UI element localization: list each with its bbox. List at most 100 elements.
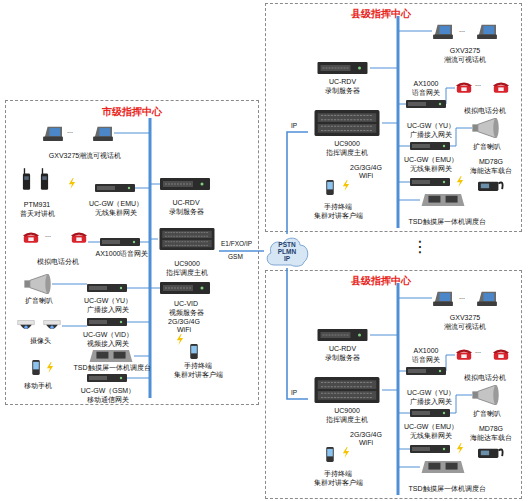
device-label: UC-GW（EMU） 无线集群网关 — [403, 156, 459, 173]
device-label: UC-VID 视频服务器 — [161, 300, 211, 317]
device-node: 手持终端 集群对讲客户端 — [298, 178, 378, 220]
device-label: TSD触摸屏一体机调度台 — [409, 485, 486, 494]
device-label: MD78G 海能达车载台 — [468, 425, 514, 442]
device-node: UC-RDV 录制服务器 — [310, 59, 375, 95]
device-node: TSD触摸屏一体机调度台 — [70, 348, 154, 372]
gateway-icon — [87, 318, 127, 326]
annotation-text: ... — [475, 347, 481, 355]
device-node: UC-RDV 录制服务器 — [310, 326, 375, 362]
link-label: E1/FXO/IP — [221, 240, 252, 247]
device-label: UC-GW（EMU） 无线集群网关 — [403, 423, 459, 440]
device-label: 手持终端 集群对讲客户端 — [308, 203, 368, 220]
device-label: TSD触摸屏一体机调度台 — [409, 218, 486, 227]
device-node: UC-VID 视频服务器 — [157, 279, 215, 317]
device-label: UC-GW（YU） 广播接入网关 — [403, 122, 459, 139]
gateway-icon — [95, 184, 135, 192]
gateway-icon — [100, 238, 140, 246]
device-label: UC-RDV 录制服务器 — [161, 199, 211, 216]
annotation-text: ... — [67, 127, 73, 135]
device-label: 手持终端 集群对讲客户端 — [308, 470, 368, 487]
device-label: UC-GW（YU） 广播接入网关 — [403, 389, 459, 406]
device-node: UC-GW（YU） 广播接入网关 — [402, 389, 460, 421]
device-label: AX1000 语音网关 — [408, 347, 444, 364]
gateway-icon — [87, 284, 127, 292]
walkie-talkie-icon — [41, 168, 48, 190]
device-label: 移动手机 — [24, 382, 52, 391]
device-label: 模拟电话分机 — [464, 107, 506, 116]
speaker-icon — [24, 274, 50, 294]
device-label: 扩音喇叭 — [473, 410, 501, 419]
region-title: 县级指挥中心 — [351, 7, 411, 21]
device-label: 模拟电话分机 — [464, 374, 506, 383]
device-node: 扩音喇叭 — [16, 271, 62, 305]
link-label: IP — [291, 122, 297, 129]
device-label: 摄像头 — [30, 337, 51, 346]
device-label: 扩音喇叭 — [473, 143, 501, 152]
annotation-text: ... — [459, 293, 465, 301]
device-label: UC-GW（VID） 视频接入网关 — [80, 331, 136, 348]
device-label: UC-RDV 录制服务器 — [318, 78, 368, 95]
device-label: GXV3275 潮流可视话机 — [440, 314, 490, 331]
device-label: GXV3275潮流可视话机 — [49, 152, 121, 161]
camera-icon — [44, 321, 61, 329]
device-node: AX1000 语音网关 — [404, 347, 448, 377]
device-label: AX1000语音网关 — [96, 250, 149, 259]
device-node: UC9000 指挥调度主机 — [308, 107, 386, 157]
annotation-text: ... — [475, 80, 481, 88]
server-icon — [160, 178, 210, 190]
device-label: UC9000 指挥调度主机 — [318, 140, 376, 157]
gateway-icon — [87, 374, 127, 382]
annotation-text: 2G/3G/4G WiFi — [166, 318, 202, 334]
mobile-phone-icon — [32, 360, 40, 375]
device-label: TSD触摸屏一体机调度台 — [74, 364, 151, 373]
annotation-text: ... — [45, 231, 51, 239]
device-label: AX1000 语音网关 — [408, 80, 444, 97]
camera-icon — [18, 321, 35, 329]
device-node: TSD触摸屏一体机调度台 — [402, 192, 492, 226]
handset-icon — [190, 344, 198, 359]
analog-phone-icon — [23, 232, 39, 242]
annotation-text: ... — [459, 26, 465, 34]
device-node: 模拟电话分机 — [15, 226, 100, 266]
network-cloud: PSTN PLMN IP — [264, 234, 310, 268]
device-node: UC-GW（VID） 视频接入网关 — [78, 315, 138, 348]
command-center-region: 县级指挥中心 GXV3275 潮流可视话机 UC-RDV 录制服务器 AX1000 语… — [265, 3, 522, 232]
cloud-outline — [267, 238, 308, 266]
device-node: GXV3275 潮流可视话机 — [420, 285, 510, 331]
annotation-text: ⋮ — [412, 238, 428, 255]
device-node: UC-GW（YU） 广播接入网关 — [402, 122, 460, 154]
county-illustration — [315, 16, 510, 228]
walkie-talkie-icon — [23, 168, 30, 190]
link-label: IP — [291, 389, 297, 396]
device-node: UC-GW（GSM） 移动通信网关 — [78, 372, 138, 404]
device-label: GXV3275 潮流可视话机 — [440, 47, 490, 64]
device-label: PSTN PLMN IP — [274, 241, 300, 262]
console-icon — [90, 350, 133, 362]
network-link — [287, 132, 308, 234]
device-label: PTM931 普天对讲机 — [17, 201, 57, 218]
wireless-bolt — [69, 178, 75, 189]
device-node: UC9000 指挥调度主机 — [155, 225, 219, 277]
server-icon — [160, 282, 210, 294]
region-title: 县级指挥中心 — [351, 274, 411, 288]
annotation-text: GSM — [228, 253, 243, 261]
network-link — [219, 250, 264, 252]
wire — [52, 133, 160, 378]
device-node: 扩音喇叭 — [462, 382, 512, 418]
device-node: 扩音喇叭 — [462, 115, 512, 151]
device-node: AX1000语音网关 — [92, 234, 152, 258]
command-center-region: 市级指挥中心GXV3275潮流可视话机PTM931 普天对讲机UC-GW（EMU… — [5, 100, 259, 405]
device-node: GXV3275 潮流可视话机 — [420, 18, 510, 64]
wireless-bolt — [177, 334, 183, 345]
device-node: 摄像头 — [12, 315, 68, 345]
device-label: 手持终端 集群对讲客户端 — [168, 362, 228, 379]
device-node: UC-GW（EMU） 无线集群网关 — [85, 181, 147, 217]
device-label: UC-GW（YU） 广播接入网关 — [80, 297, 136, 314]
command-center-region: 县级指挥中心 GXV3275 潮流可视话机 UC-RDV 录制服务器 AX1000 语… — [265, 270, 522, 499]
device-node: 模拟电话分机 — [450, 344, 520, 382]
device-node: 手持终端 集群对讲客户端 — [298, 445, 378, 487]
device-node: MD78G 海能达车载台 — [462, 158, 520, 196]
annotation-text: 2G/3G/4G WiFi — [348, 164, 384, 180]
